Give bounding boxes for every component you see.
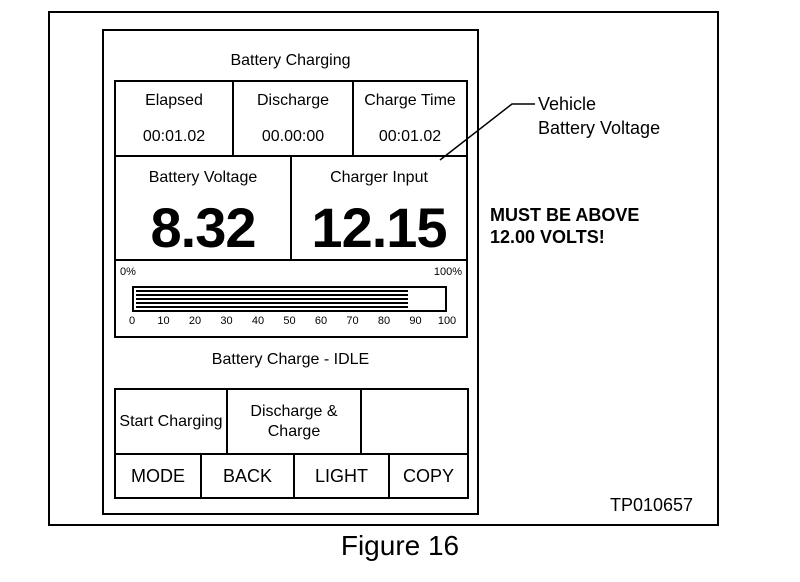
device-screen: Battery Charging Elapsed 00:01.02 Discha…	[102, 29, 479, 515]
warning-line-1: MUST BE ABOVE	[490, 205, 640, 225]
elapsed-value: 00:01.02	[142, 128, 206, 145]
callout-line-2: Battery Voltage	[538, 118, 661, 138]
charger-input-cell: Charger Input 12.15	[292, 157, 466, 259]
gauge-tick-label: 70	[346, 315, 359, 327]
voltage-warning: MUST BE ABOVE 12.00 VOLTS!	[490, 204, 639, 248]
elapsed-cell: Elapsed 00:01.02	[116, 82, 234, 155]
charge-time-value: 00:01.02	[378, 128, 442, 145]
button-row-bottom: MODE BACK LIGHT COPY	[116, 455, 467, 497]
gauge-tick-label: 100	[437, 315, 457, 327]
vehicle-voltage-callout: Vehicle Battery Voltage	[538, 92, 660, 140]
copy-button[interactable]: COPY	[402, 466, 454, 486]
gauge-tick-label: 60	[314, 315, 328, 327]
battery-voltage-cell: Battery Voltage 8.32	[116, 157, 292, 259]
discharge-charge-button[interactable]: Discharge & Charge	[228, 390, 362, 453]
gauge-tick-labels: 0 10 20 30 40 50 60 70 80 90 100	[128, 315, 456, 329]
charge-time-cell: Charge Time 00:01.02	[354, 82, 466, 155]
charger-input-label: Charger Input	[330, 169, 428, 186]
callout-line-1: Vehicle	[538, 94, 597, 114]
timer-row: Elapsed 00:01.02 Discharge 00.00:00 Char…	[116, 82, 466, 157]
gauge-tick-label: 80	[377, 315, 391, 327]
blank-button[interactable]	[362, 390, 467, 453]
gauge-tick-label: 10	[157, 315, 170, 327]
mode-button[interactable]: MODE	[116, 455, 202, 497]
discharge-cell: Discharge 00.00:00	[234, 82, 354, 155]
gauge-tick-label: 30	[220, 315, 233, 327]
light-button[interactable]: LIGHT	[295, 455, 390, 497]
discharge-label: Discharge	[256, 92, 330, 109]
back-button[interactable]: BACK	[202, 455, 295, 497]
gauge-min-label: 0%	[120, 266, 136, 278]
readout-panel: Elapsed 00:01.02 Discharge 00.00:00 Char…	[114, 80, 468, 338]
charge-status: Battery Charge - IDLE	[211, 351, 370, 368]
charge-gauge: 0% 100% 0 10 20 30 40 50 60 70 80 90 100	[116, 261, 466, 336]
screen-title: Battery Charging	[230, 52, 351, 69]
voltage-row: Battery Voltage 8.32 Charger Input 12.15	[116, 157, 466, 261]
gauge-max-label: 100%	[433, 266, 462, 278]
discharge-value: 00.00:00	[261, 128, 325, 145]
gauge-fill	[134, 288, 408, 310]
gauge-tick-label: 0	[128, 315, 136, 327]
gauge-tick-label: 40	[251, 315, 265, 327]
warning-line-2: 12.00 VOLTS!	[490, 227, 605, 247]
gauge-bar	[132, 286, 447, 312]
battery-voltage-value: 8.32	[150, 196, 257, 259]
button-row-top: Start Charging Discharge & Charge	[116, 390, 467, 455]
figure-frame	[48, 11, 719, 526]
gauge-tick-label: 50	[283, 315, 296, 327]
button-panel: Start Charging Discharge & Charge MODE B…	[114, 388, 469, 499]
start-charging-button[interactable]: Start Charging	[116, 390, 228, 453]
elapsed-label: Elapsed	[145, 92, 203, 109]
charge-time-label: Charge Time	[364, 92, 456, 109]
gauge-tick-label: 90	[409, 315, 422, 327]
charger-input-value: 12.15	[311, 196, 447, 259]
figure-caption: Figure 16	[340, 530, 460, 561]
gauge-tick-label: 20	[188, 315, 202, 327]
part-number: TP010657	[610, 495, 694, 515]
battery-voltage-label: Battery Voltage	[148, 169, 258, 186]
